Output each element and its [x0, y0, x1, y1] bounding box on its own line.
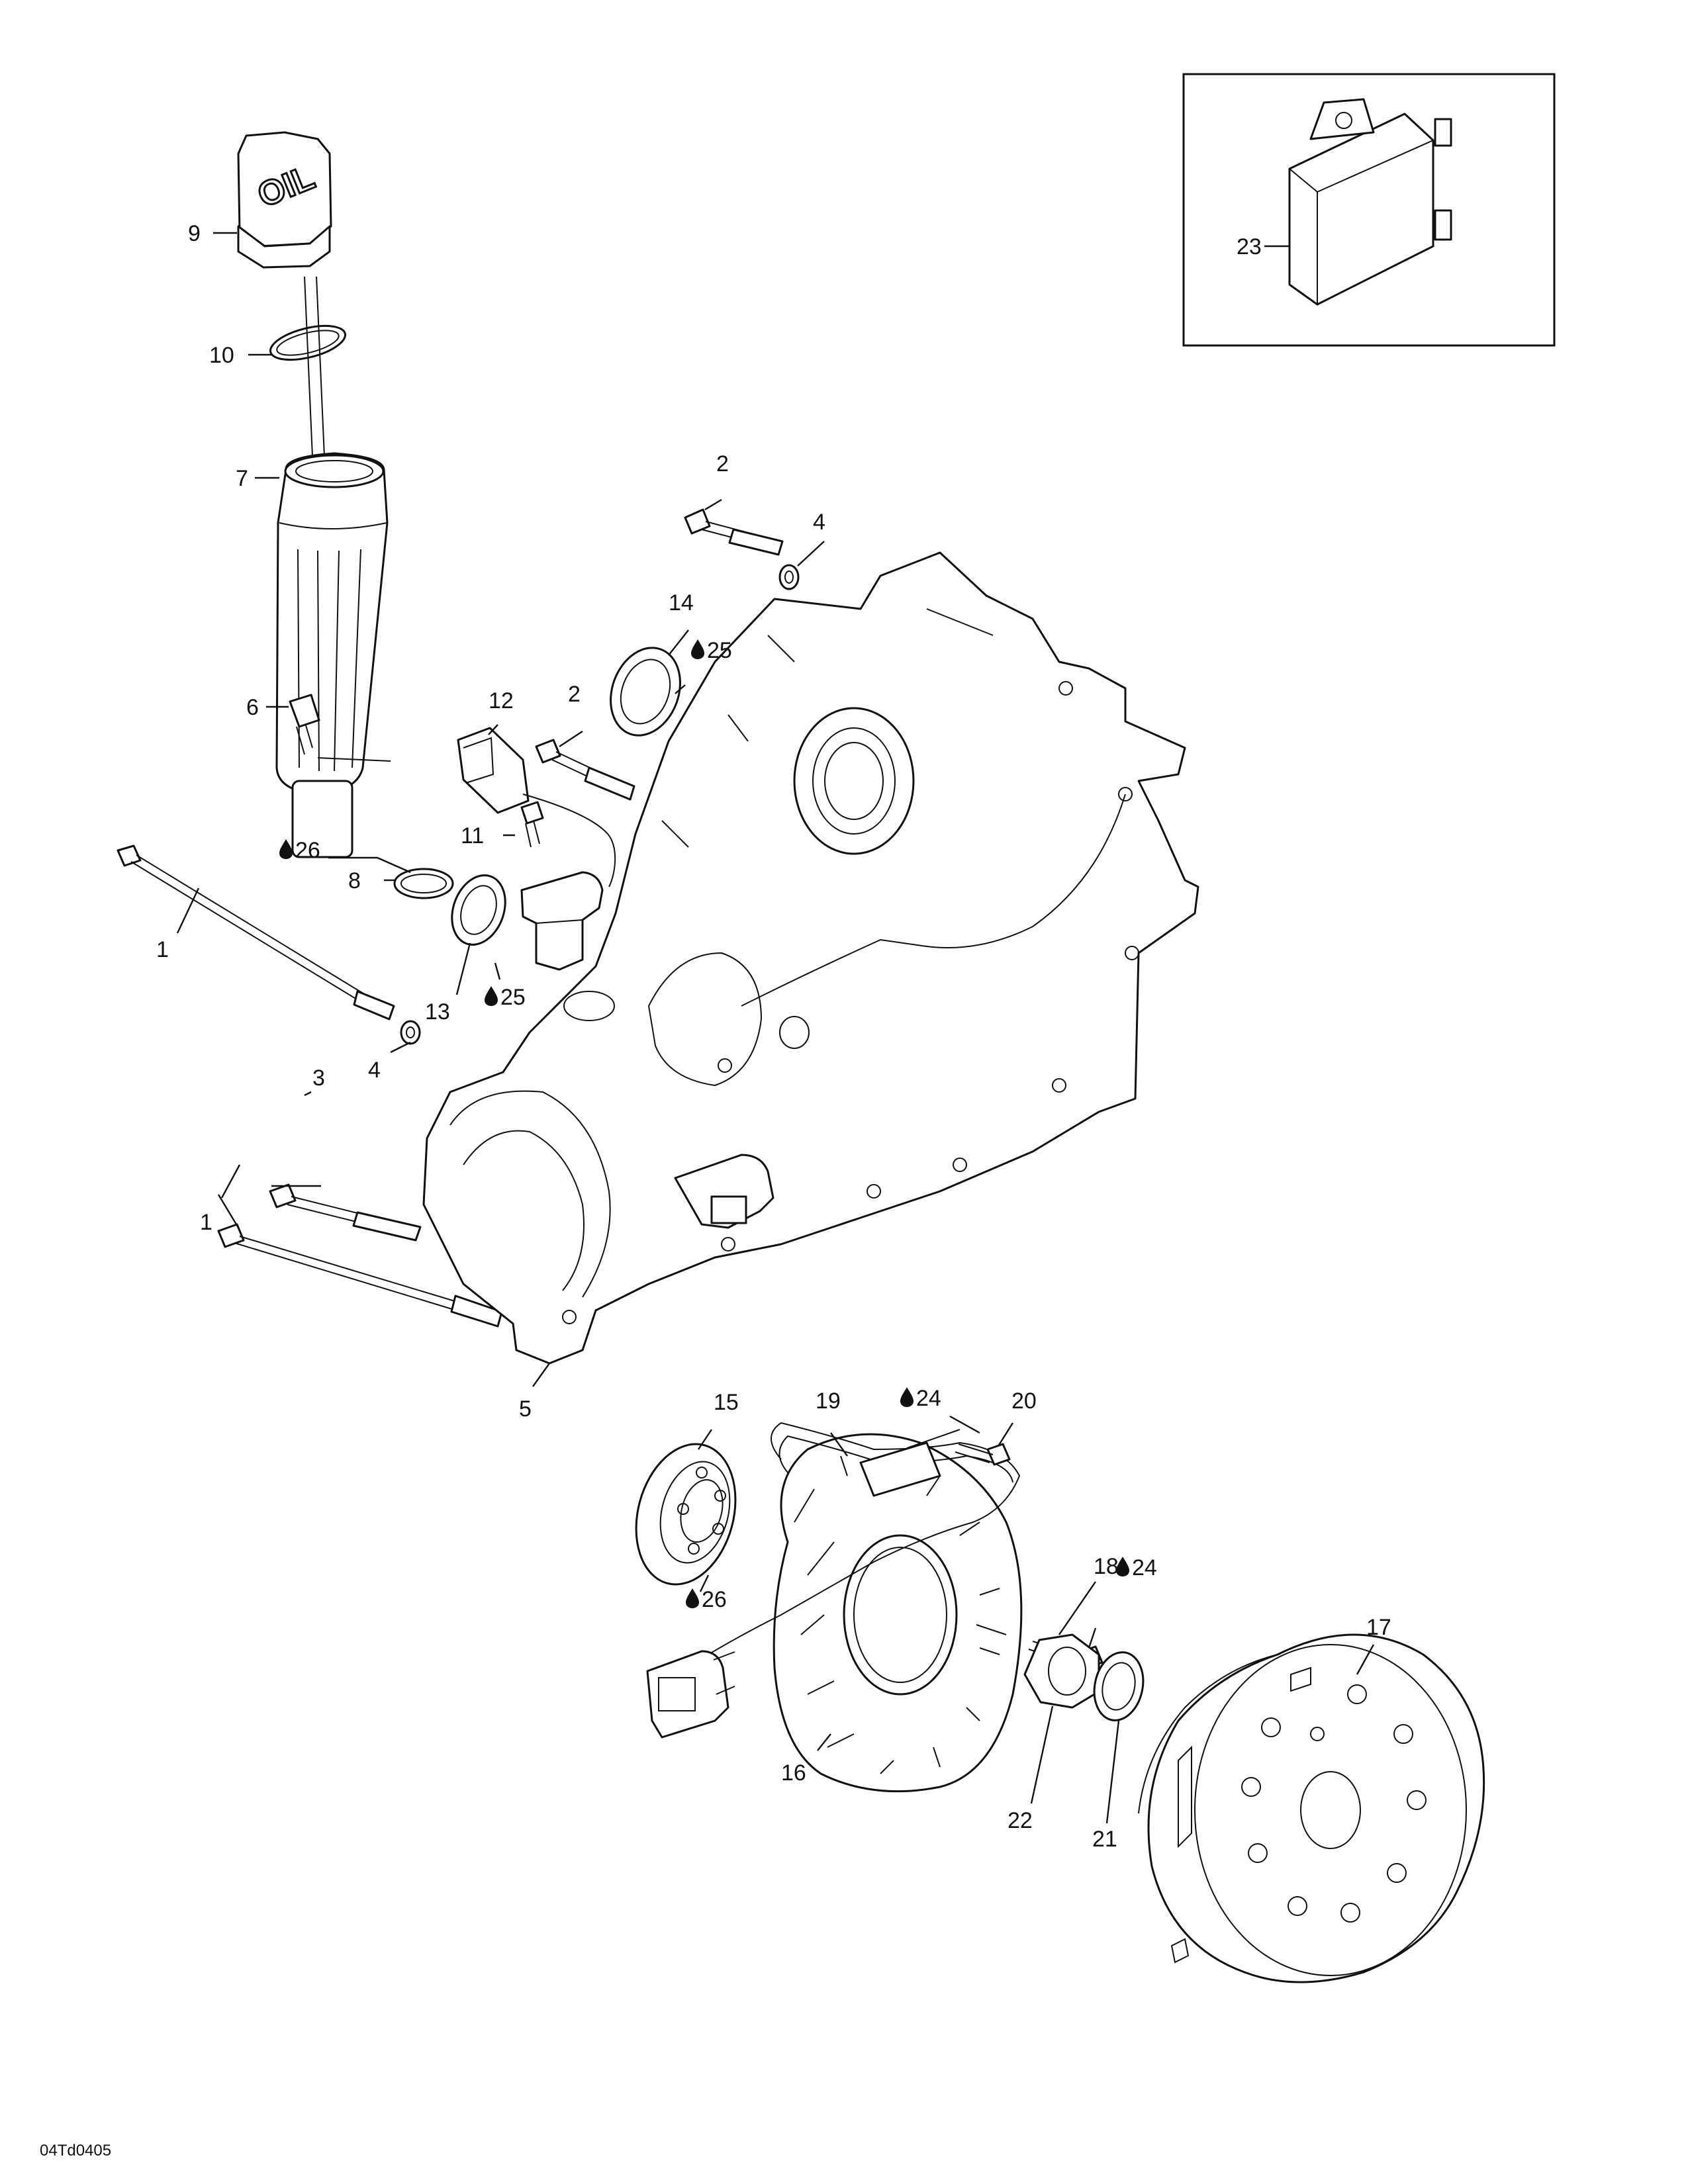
svg-text:25: 25 [707, 638, 732, 663]
lubricant-callout-26-lower: 26 [686, 1587, 727, 1612]
oil-drop-icon [485, 986, 498, 1006]
callout-1-upper: 1 [156, 937, 169, 962]
callout-18: 18 [1094, 1554, 1119, 1579]
sensor-parts [457, 727, 616, 971]
inset-box: 23 [1182, 73, 1556, 347]
svg-text:24: 24 [916, 1386, 941, 1411]
callout-21: 21 [1092, 1827, 1117, 1852]
callout-1-lower: 1 [200, 1210, 212, 1235]
callout-23: 23 [1237, 234, 1262, 259]
oil-drop-icon [900, 1387, 914, 1407]
callout-10: 10 [209, 343, 234, 368]
callout-6: 6 [246, 695, 259, 720]
callout-12: 12 [489, 688, 514, 713]
oil-drop-icon [686, 1588, 699, 1608]
bolts-and-washers [117, 508, 800, 1328]
nut-and-washer [1023, 1633, 1145, 1721]
oil-drop-icon [279, 839, 293, 859]
leader-lines [176, 232, 1375, 1824]
callout-16: 16 [781, 1760, 806, 1786]
callout-14: 14 [669, 590, 694, 615]
stator-assembly-part [646, 1422, 1103, 1793]
callout-7: 7 [236, 466, 248, 491]
lubricant-callout-25-upper: 25 [691, 638, 732, 663]
callout-4-lower: 4 [368, 1058, 381, 1083]
callout-2-lower: 2 [568, 682, 581, 707]
lubricant-callout-26-upper: 26 [279, 838, 320, 863]
callout-5: 5 [519, 1396, 532, 1422]
svg-text:25: 25 [500, 985, 526, 1010]
diagram-reference-code: 04Td0405 [40, 2142, 112, 2160]
oil-drop-icon [691, 639, 704, 659]
svg-text:24: 24 [1132, 1555, 1157, 1580]
lubricant-callout-24-upper: 24 [900, 1386, 941, 1411]
callout-13: 13 [425, 999, 450, 1024]
callout-22: 22 [1008, 1808, 1033, 1833]
electronic-module-part [1288, 98, 1452, 306]
callout-15: 15 [714, 1390, 739, 1415]
callout-17: 17 [1366, 1615, 1391, 1640]
callout-4-upper: 4 [813, 510, 825, 535]
callout-9: 9 [188, 221, 201, 246]
callout-11: 11 [461, 823, 484, 848]
callout-8: 8 [348, 868, 361, 893]
oil-filler-assembly: OIL [237, 131, 454, 899]
lubricant-callout-24-lower: 24 [1116, 1555, 1157, 1580]
ball-bearing-part [635, 1443, 737, 1586]
callout-labels: 1 1 2 2 3 4 4 5 6 7 8 9 10 11 12 13 14 1… [156, 221, 1391, 1852]
flywheel-rotor-part [1138, 1633, 1485, 1983]
svg-text:26: 26 [295, 838, 320, 863]
lubricant-callout-25-lower: 25 [485, 985, 526, 1010]
lubricant-callouts: 25 25 26 26 24 24 [279, 638, 1157, 1612]
callout-2-upper: 2 [716, 451, 729, 477]
svg-text:26: 26 [702, 1587, 727, 1612]
oil-seals [451, 647, 681, 946]
callout-3: 3 [312, 1066, 325, 1091]
crankcase-housing-part [422, 551, 1199, 1365]
callout-20: 20 [1011, 1388, 1037, 1414]
callout-19: 19 [816, 1388, 841, 1414]
